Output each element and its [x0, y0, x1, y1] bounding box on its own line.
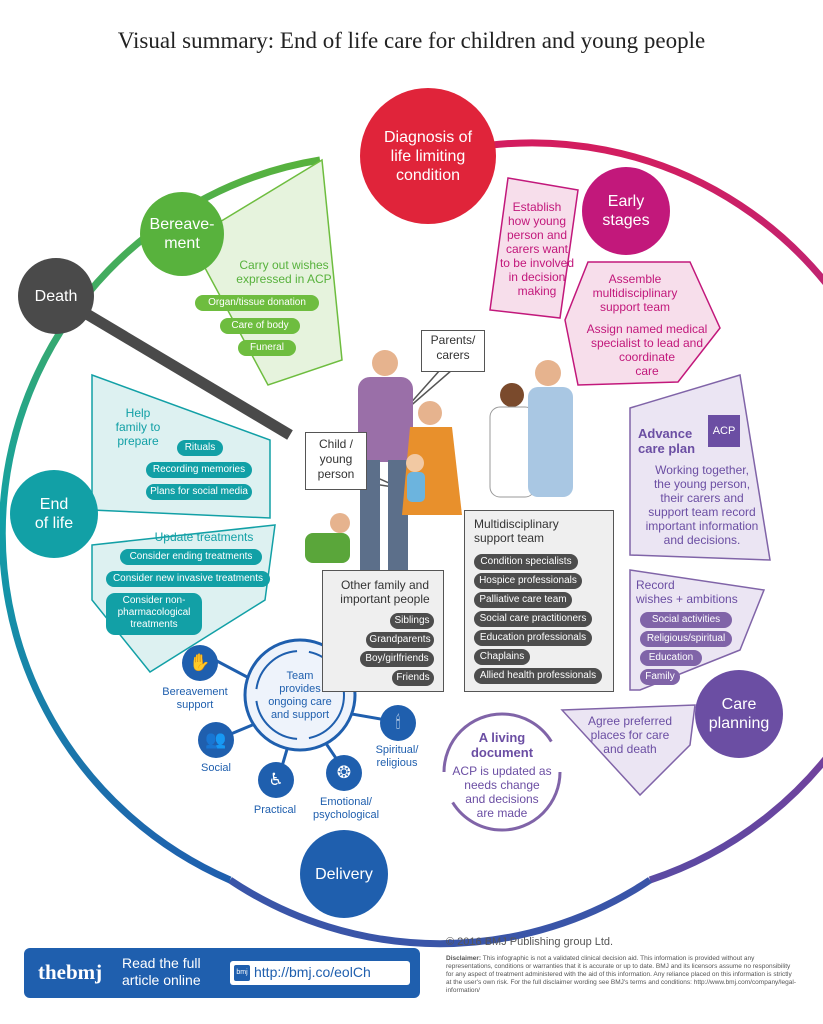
family-boy-girlfriends: Boy/girlfriends — [360, 651, 434, 667]
update-treatments-title: Update treatments — [154, 530, 254, 544]
callout-parents: Parents/ carers — [421, 330, 485, 372]
bereavement-funeral: Funeral — [238, 340, 296, 356]
spoke-spiritual: Spiritual/ religious — [375, 744, 419, 769]
bmj-badge: bmj — [234, 965, 250, 981]
bereavement-wishes-title: Carry out wishes expressed in ACP — [236, 258, 332, 286]
article-link[interactable]: http://bmj.co/eolCh — [254, 964, 371, 980]
family-illustration — [305, 350, 573, 570]
ring-arc-bottom — [228, 877, 652, 948]
family-siblings: Siblings — [390, 613, 434, 629]
acp-title: Advance care plan — [638, 426, 696, 456]
acp-badge: ACP — [708, 415, 740, 447]
early-assemble-text: Assemble multidisciplinary support team — [592, 272, 678, 314]
family-grandparents: Grandparents — [366, 632, 434, 648]
death-pointer — [77, 305, 293, 440]
preferred-places-text: Agree preferred places for care and deat… — [587, 714, 673, 756]
ring-arc-right — [469, 139, 823, 884]
mdt-hospice: Hospice professionals — [474, 573, 582, 589]
wish-religious-spiritual: Religious/spiritual — [640, 631, 732, 647]
help-family-title: Help family to prepare — [115, 406, 161, 448]
spoke-emotional: Emotional/ psychological — [312, 796, 380, 821]
copyright: © 2016 BMJ Publishing group Ltd. — [446, 936, 614, 948]
page-title: Visual summary: End of life care for chi… — [117, 28, 706, 53]
wish-family: Family — [640, 669, 680, 685]
bmj-logo: thebmj — [38, 960, 103, 984]
stage-diagnosis: Diagnosis of life limiting condition — [360, 88, 496, 224]
disclaimer-text: This infographic is not a validated clin… — [446, 955, 797, 994]
mdt-allied-health: Allied health professionals — [474, 668, 602, 684]
family-friends: Friends — [392, 670, 434, 686]
stage-delivery: Delivery — [300, 830, 388, 918]
wishes-title: Record wishes + ambitions — [636, 578, 738, 606]
spoke-social: Social — [201, 762, 231, 774]
stage-end-of-life: End of life — [10, 470, 98, 558]
treatment-ending: Consider ending treatments — [120, 549, 262, 565]
mdt-chaplains: Chaplains — [474, 649, 530, 665]
brain-icon: ❂ — [326, 755, 362, 791]
help-rituals: Rituals — [177, 440, 223, 456]
mdt-palliative: Palliative care team — [474, 592, 572, 608]
mdt-education: Education professionals — [474, 630, 592, 646]
bereavement-care-of-body: Care of body — [220, 318, 300, 334]
url-box[interactable]: bmj http://bmj.co/eolCh — [230, 961, 410, 985]
stage-death: Death — [18, 258, 94, 334]
early-involvement-text: Establish how young person and carers wa… — [499, 200, 575, 298]
treatment-non-pharmacological: Consider non- pharmacological treatments — [106, 593, 202, 635]
people-icon: 👥 — [198, 722, 234, 758]
footer-banner: thebmj Read the full article online bmj … — [24, 948, 420, 998]
callout-child: Child / young person — [305, 432, 367, 490]
bereavement-organ-donation: Organ/tissue donation — [195, 295, 319, 311]
mdt-social-care: Social care practitioners — [474, 611, 592, 627]
mdt-condition-specialists: Condition specialists — [474, 554, 578, 570]
treatment-invasive: Consider new invasive treatments — [106, 571, 270, 587]
spoke-bereavement-support: Bereavement support — [162, 686, 228, 711]
acp-body: Working together, the young person, thei… — [645, 463, 759, 547]
help-recording-memories: Recording memories — [146, 462, 252, 478]
mdt-title: Multidisciplinary support team — [474, 517, 559, 545]
other-family-title: Other family and important people — [340, 578, 430, 606]
handshake-icon: ✋ — [182, 645, 218, 681]
spoke-practical: Practical — [253, 804, 297, 816]
wheelchair-icon: ♿ — [258, 762, 294, 798]
help-social-media: Plans for social media — [146, 484, 252, 500]
disclaimer-label: Disclaimer: — [446, 955, 482, 962]
living-document-title: A living document — [470, 730, 534, 760]
candle-icon: 🕯 — [380, 705, 416, 741]
footer-read-text: Read the full article online — [122, 955, 201, 988]
wish-education: Education — [640, 650, 702, 666]
living-document-body: ACP is updated as needs change and decis… — [452, 764, 552, 820]
stage-care-planning: Care planning — [695, 670, 783, 758]
stage-early: Early stages — [582, 167, 670, 255]
stage-bereavement: Bereave- ment — [140, 192, 224, 276]
delivery-hub-center: Team provides ongoing care and support — [268, 670, 332, 721]
disclaimer: Disclaimer: This infographic is not a va… — [446, 955, 798, 995]
early-assign-text: Assign named medical specialist to lead … — [586, 322, 708, 378]
wish-social-activities: Social activities — [640, 612, 732, 628]
